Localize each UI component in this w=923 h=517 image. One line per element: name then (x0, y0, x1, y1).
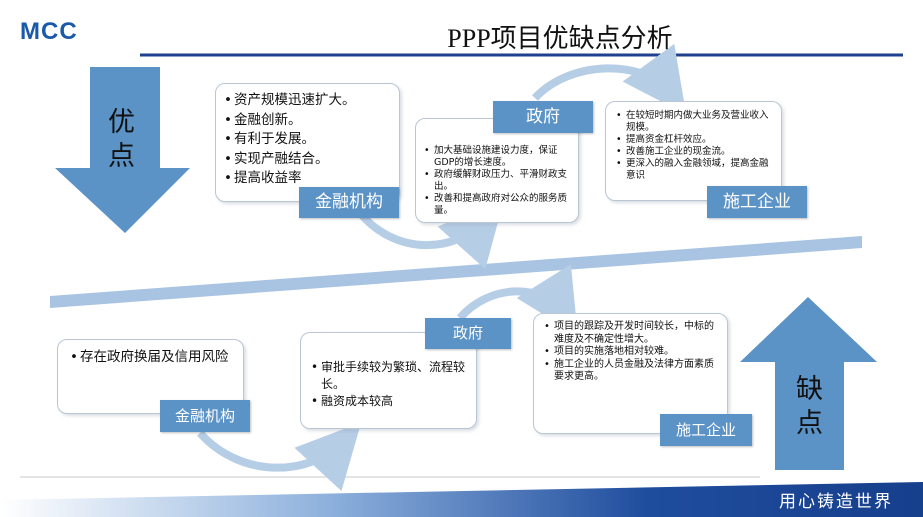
list-item: 提高资金杠杆效应。 (616, 134, 773, 146)
advantages-heading-char-2: 点 (108, 141, 135, 172)
dis-contractor-list: 项目的跟踪及开发时间较长，中标的难度及不确定性增大。 项目的实施落地相对较难。 … (534, 314, 727, 384)
dis-finance-label: 金融机构 (160, 400, 250, 432)
list-item: 存在政府换届及信用风险 (70, 348, 233, 367)
list-item: 资产规模迅速扩大。 (224, 91, 393, 111)
adv-finance-list: 资产规模迅速扩大。 金融创新。 有利于发展。 实现产融结合。 提高收益率 (216, 84, 399, 189)
footer-band (0, 482, 923, 517)
list-item: 金融创新。 (224, 111, 393, 131)
list-item: 更深入的融入金融领域，提高金融意识 (616, 158, 773, 182)
adv-government-list: 加大基础设施建设力度，保证GDP的增长速度。 政府缓解财政压力、平滑财政支出。 … (416, 119, 578, 217)
footer-slogan: 用心铸造世界 (779, 492, 893, 512)
adv-government-label: 政府 (493, 101, 593, 133)
page-title: PPP项目优缺点分析 (447, 24, 673, 53)
disadvantages-heading-char-2: 点 (796, 408, 823, 439)
dis-finance-list: 存在政府换届及信用风险 (58, 340, 243, 367)
separator-bar (50, 236, 862, 308)
adv-connector-finance-gov (356, 200, 504, 270)
dis-connector-finance-gov (197, 422, 362, 492)
dis-connector-gov-contractor (456, 264, 578, 336)
list-item: 改善施工企业的现金流。 (616, 146, 773, 158)
list-item: 改善和提高政府对公众的服务质量。 (424, 193, 573, 217)
list-item: 有利于发展。 (224, 130, 393, 150)
adv-connector-gov-contractor (532, 43, 687, 115)
list-item: 政府缓解财政压力、平滑财政支出。 (424, 169, 573, 193)
dis-finance-card: 存在政府换届及信用风险 (57, 339, 244, 414)
list-item: 施工企业的人员金融及法律方面素质要求更高。 (544, 359, 719, 384)
advantages-heading-char-1: 优 (108, 107, 135, 138)
advantages-down-arrow (55, 67, 190, 233)
list-item: 加大基础设施建设力度，保证GDP的增长速度。 (424, 145, 573, 169)
disadvantages-heading-char-1: 缺 (796, 374, 823, 405)
list-item: 在较短时期内做大业务及营业收入规模。 (616, 110, 773, 134)
adv-contractor-label: 施工企业 (707, 186, 807, 218)
adv-contractor-list: 在较短时期内做大业务及营业收入规模。 提高资金杠杆效应。 改善施工企业的现金流。… (606, 102, 781, 182)
disadvantages-up-arrow (740, 297, 877, 470)
adv-contractor-card: 在较短时期内做大业务及营业收入规模。 提高资金杠杆效应。 改善施工企业的现金流。… (605, 101, 782, 201)
list-item: 项目的实施落地相对较难。 (544, 346, 719, 359)
dis-government-label: 政府 (425, 318, 511, 349)
list-item: 实现产融结合。 (224, 150, 393, 170)
list-item: 审批手续较为繁琐、流程较长。 (311, 359, 468, 393)
mcc-logo: MCC (20, 18, 78, 45)
dis-contractor-label: 施工企业 (660, 414, 752, 446)
adv-government-card: 加大基础设施建设力度，保证GDP的增长速度。 政府缓解财政压力、平滑财政支出。 … (415, 118, 579, 223)
list-item: 融资成本较高 (311, 393, 468, 410)
dis-contractor-card: 项目的跟踪及开发时间较长，中标的难度及不确定性增大。 项目的实施落地相对较难。 … (533, 313, 728, 434)
adv-finance-label: 金融机构 (299, 187, 399, 218)
dis-government-list: 审批手续较为繁琐、流程较长。 融资成本较高 (301, 333, 476, 410)
advantages-heading: 优 点 (108, 106, 135, 174)
adv-finance-card: 资产规模迅速扩大。 金融创新。 有利于发展。 实现产融结合。 提高收益率 (215, 83, 400, 202)
list-item: 项目的跟踪及开发时间较长，中标的难度及不确定性增大。 (544, 321, 719, 346)
list-item: 提高收益率 (224, 169, 393, 189)
disadvantages-heading: 缺 点 (796, 373, 823, 441)
